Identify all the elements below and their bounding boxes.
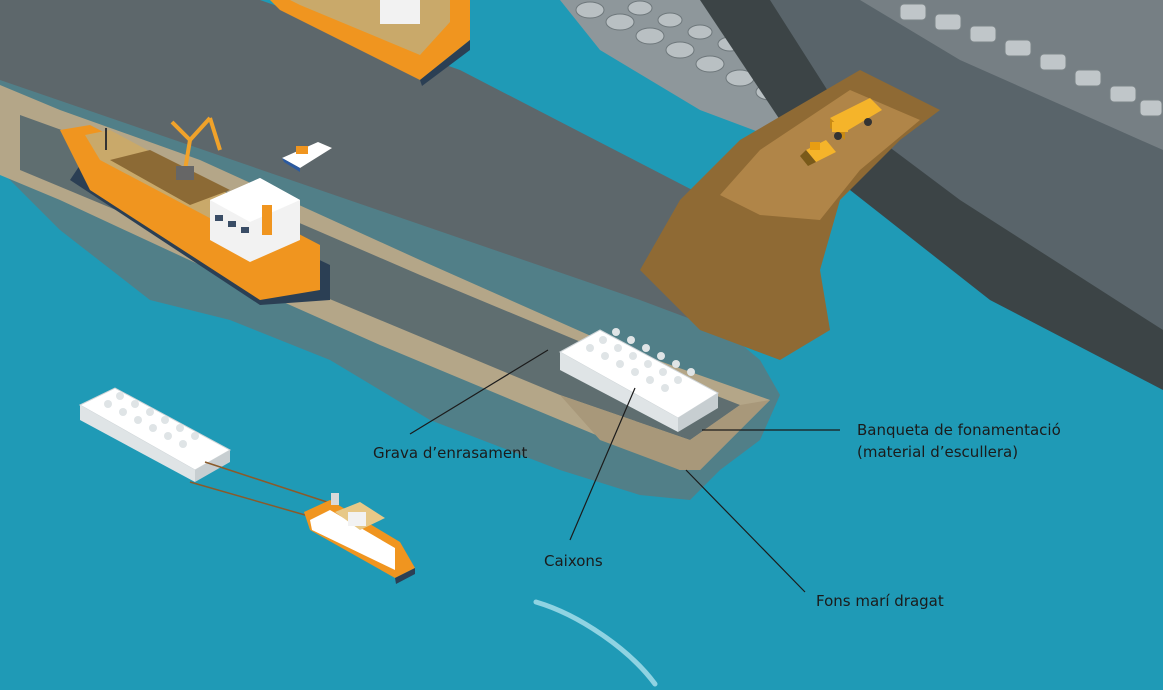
label-banqueta-fonamentacio: Banqueta de fonamentació (material d’esc… (857, 419, 1061, 463)
seawall-crest (860, 0, 1163, 150)
tugboat-icon (304, 493, 415, 584)
leader-grava (409, 349, 549, 435)
ship-bridge (210, 178, 300, 262)
leader-caixons (569, 387, 636, 541)
crane-base (176, 166, 194, 180)
label-grava-enrasament: Grava d’enrasament (373, 444, 528, 462)
caisson-icon (558, 328, 719, 432)
tow-lines (189, 461, 331, 518)
label-fons-mari-dragat: Fons marí dragat (816, 592, 944, 610)
leader-lines (409, 349, 840, 593)
foundation-berm-slope (560, 395, 770, 470)
cargo-ship-icon (60, 116, 330, 305)
breakwater-berm (0, 0, 760, 330)
crest-armour-blocks (899, 3, 1163, 117)
label-banqueta-line2: (material d’escullera) (857, 443, 1019, 461)
crane-icon (170, 116, 222, 171)
ship-cargo-hold (110, 150, 230, 205)
towed-caisson (78, 387, 232, 482)
dump-truck-icon (830, 98, 882, 140)
pilot-boat-icon (282, 142, 332, 172)
cargo-ship-top (270, 0, 470, 86)
bulldozer-icon (800, 140, 836, 166)
label-banqueta-line1: Banqueta de fonamentació (857, 421, 1061, 439)
wake-streak (533, 599, 658, 687)
label-caixons: Caixons (544, 552, 603, 570)
leader-fons (685, 469, 806, 593)
